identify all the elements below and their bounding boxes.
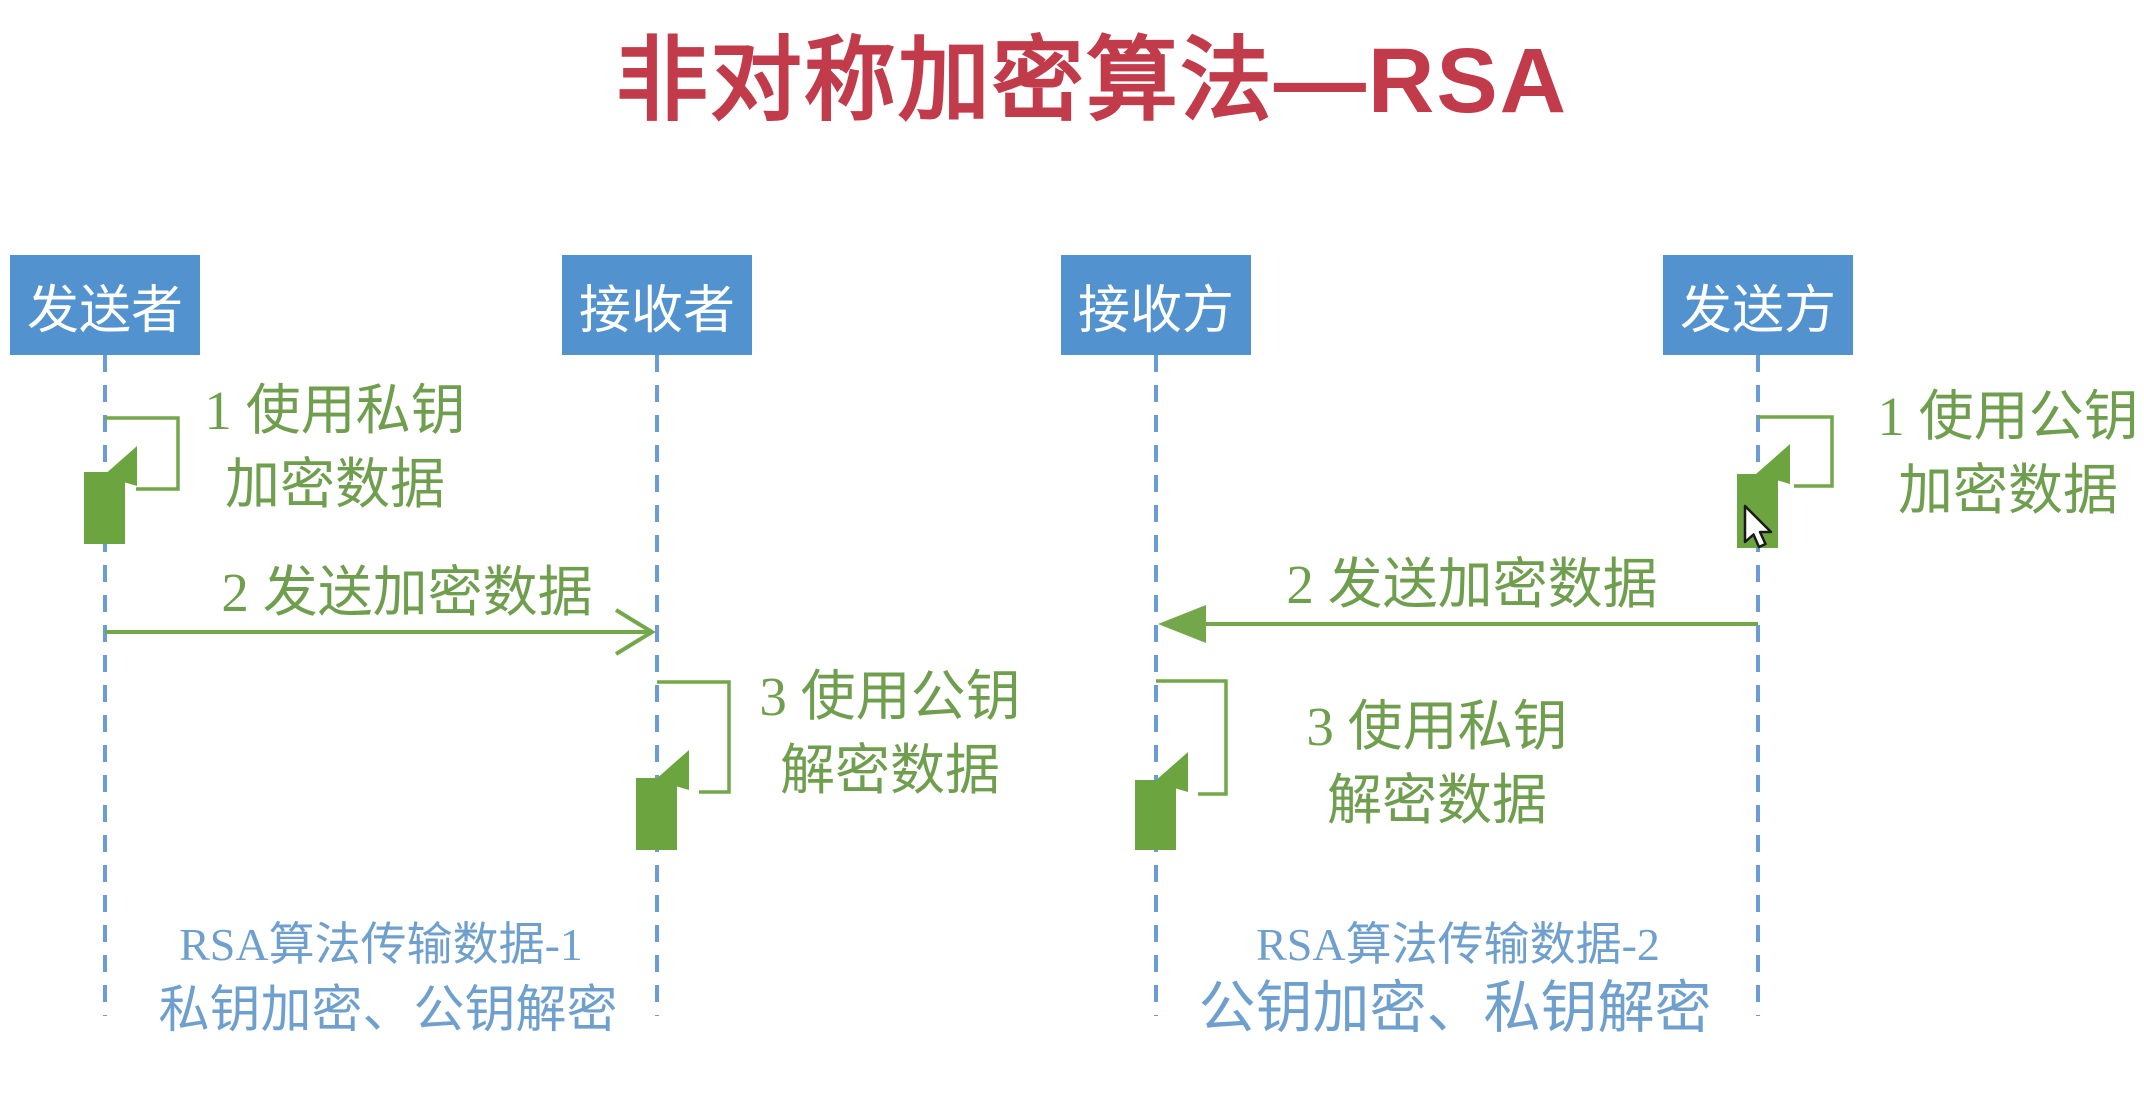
step-line: 3 使用公钥 [759, 666, 1021, 727]
self-loop-encrypt-right [1758, 415, 1834, 488]
step-line: 解密数据 [779, 740, 1001, 801]
diagram-right-artwork [1135, 415, 1834, 850]
self-loop-decrypt-right [1156, 679, 1228, 796]
step-line: 解密数据 [1326, 770, 1548, 831]
activation-bar [1135, 780, 1176, 850]
activation-bar [636, 778, 677, 850]
actor-box-receiver-right: 接收方 [1061, 255, 1251, 355]
step-label-decrypt-left: 3 使用公钥 解密数据 [759, 660, 1020, 808]
diagram-left-artwork [84, 416, 731, 850]
step-label-encrypt-left: 1 使用私钥 加密数据 [204, 374, 465, 522]
step-line: 2 发送加密数据 [1286, 554, 1658, 615]
step-label-send-right: 2 发送加密数据 [1286, 548, 1657, 622]
open-arrowhead-icon [614, 608, 656, 656]
lifelines [103, 355, 1760, 1016]
step-line: 加密数据 [1897, 460, 2119, 521]
step-label-encrypt-right: 1 使用公钥 加密数据 [1877, 380, 2138, 528]
mouse-cursor-icon [1743, 504, 1773, 549]
actor-box-receiver-left: 接收者 [562, 255, 752, 355]
filled-arrowhead-icon [1158, 605, 1206, 643]
activation-bar [84, 472, 125, 544]
caption-right-subtitle: 公钥加密、私钥解密 [1198, 977, 1712, 1040]
step-label-send-left: 2 发送加密数据 [221, 556, 592, 630]
caption-left-title: RSA算法传输数据-1 [179, 919, 583, 970]
self-loop-encrypt-left [105, 416, 180, 491]
caption-right-title: RSA算法传输数据-2 [1256, 919, 1660, 970]
actor-box-sender-right: 发送方 [1663, 255, 1853, 355]
step-label-decrypt-right: 3 使用私钥 解密数据 [1306, 690, 1567, 838]
actor-box-sender-left: 发送者 [10, 255, 200, 355]
self-loop-decrypt-left [657, 680, 731, 794]
page-title: 非对称加密算法—RSA [615, 30, 1569, 132]
step-line: 2 发送加密数据 [221, 562, 593, 623]
step-line: 1 使用公钥 [1877, 386, 2139, 447]
step-line: 1 使用私钥 [204, 380, 466, 441]
step-line: 加密数据 [224, 454, 446, 515]
step-line: 3 使用私钥 [1306, 696, 1568, 757]
caption-left-subtitle: 私钥加密、公钥解密 [158, 983, 618, 1039]
